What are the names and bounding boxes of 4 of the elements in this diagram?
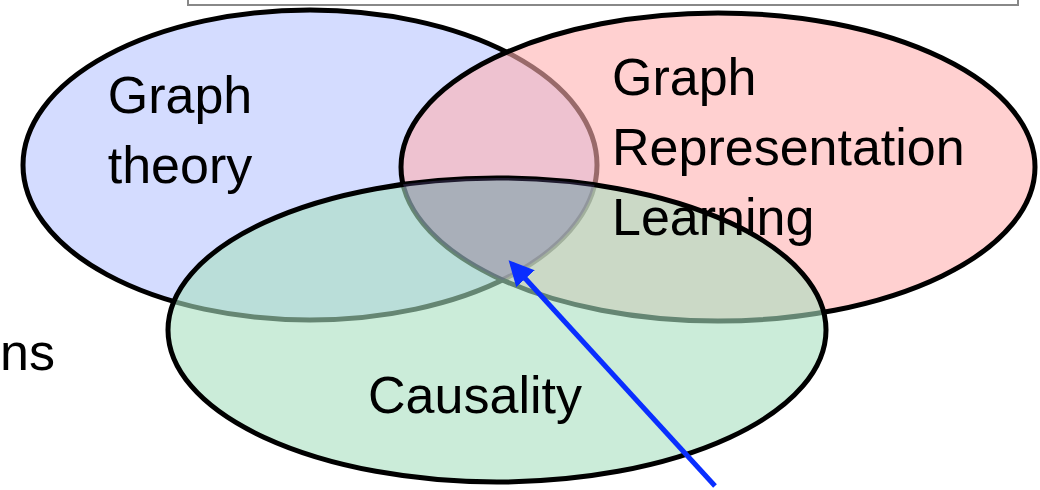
set-label: Causality bbox=[367, 365, 583, 426]
arrow bbox=[508, 260, 717, 488]
set-label: Graph theory bbox=[106, 65, 254, 196]
text-fragment: ns bbox=[0, 322, 55, 382]
